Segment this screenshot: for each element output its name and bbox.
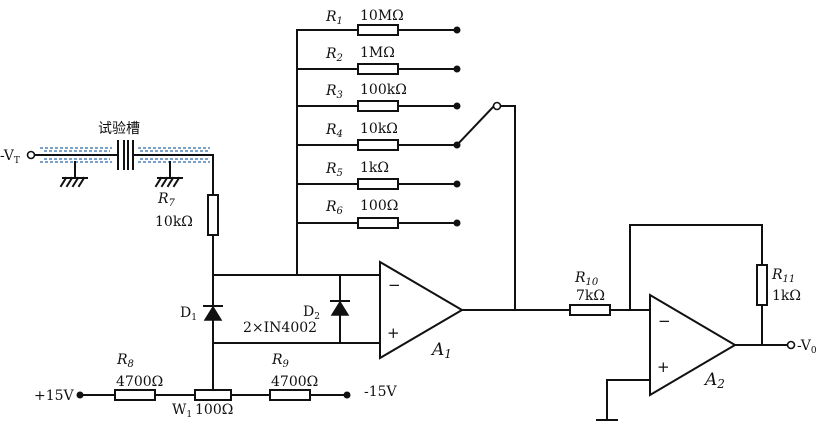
w1-name: W1	[172, 402, 192, 420]
r9-value: 4700Ω	[271, 374, 318, 390]
a1-noninverting-sign: +	[387, 324, 400, 342]
range-terminal-5	[453, 180, 461, 188]
shield-ground-left	[59, 161, 88, 188]
r8-value: 4700Ω	[116, 374, 163, 390]
diodes-label: 2×IN4002	[243, 320, 317, 336]
resistor-r4	[357, 139, 399, 151]
r2-name: R2	[325, 46, 343, 64]
a2-label: A2	[703, 370, 725, 391]
input-terminal	[26, 150, 36, 160]
d1-label: D1	[180, 305, 197, 323]
diode-d1	[203, 305, 223, 321]
r6-name: R6	[325, 199, 344, 217]
resistor-r1	[357, 24, 399, 36]
r5-value: 1kΩ	[360, 160, 389, 176]
r8-name: R8	[116, 352, 134, 370]
r2-value: 1MΩ	[360, 45, 395, 61]
range-labels: R1 10MΩ R2 1MΩ R3 100kΩ R4 10kΩ R5 1kΩ R…	[325, 8, 407, 217]
r3-value: 100kΩ	[360, 82, 407, 98]
r5-name: R5	[325, 161, 343, 179]
r7-name: R7	[157, 191, 176, 209]
w1-value: 100Ω	[195, 402, 233, 418]
op-amp-a2	[649, 293, 737, 397]
r6-value: 100Ω	[360, 198, 398, 214]
a2-inverting-sign: −	[658, 312, 671, 330]
range-terminal-1	[453, 26, 461, 34]
r1-value: 10MΩ	[360, 8, 404, 24]
r4-value: 10kΩ	[360, 121, 398, 137]
resistor-r6	[357, 217, 399, 229]
a2-wiring	[596, 224, 789, 421]
resistor-r9	[269, 389, 311, 401]
resistor-r7	[207, 194, 219, 236]
range-terminal-3	[453, 102, 461, 110]
resistor-r11	[756, 264, 768, 306]
a1-inverting-sign: −	[388, 276, 401, 294]
r10-value: 7kΩ	[576, 288, 605, 304]
plus15-label: +15V	[34, 388, 75, 404]
r7-value: 10kΩ	[155, 214, 193, 230]
resistor-r2	[357, 63, 399, 75]
r10-name: R10	[574, 270, 599, 288]
output-voltage-label: -V0	[797, 338, 817, 356]
potentiometer-w1[interactable]	[194, 389, 232, 401]
r11-value: 1kΩ	[772, 288, 801, 304]
r4-name: R4	[325, 122, 343, 140]
test-cell-symbol	[117, 140, 134, 170]
resistor-r3	[357, 100, 399, 112]
plus15-terminal	[76, 391, 84, 399]
diode-d2	[330, 300, 350, 316]
output-terminal	[786, 340, 796, 350]
range-selector-switch[interactable]	[455, 101, 516, 311]
minus15-terminal	[343, 391, 351, 399]
test-cell-label: 试验槽	[98, 121, 140, 137]
input-voltage-label: -VT	[0, 148, 20, 166]
shield-ground-right	[154, 161, 183, 188]
minus15-label: -15V	[364, 384, 398, 400]
resistor-r8	[114, 389, 156, 401]
resistor-r5	[357, 178, 399, 190]
range-terminal-6	[453, 219, 461, 227]
op-amp-a1	[379, 260, 464, 360]
r9-name: R9	[271, 352, 290, 370]
d2-label: D2	[303, 304, 320, 322]
r11-name: R11	[771, 267, 795, 285]
resistor-r10	[569, 304, 611, 316]
range-terminal-2	[453, 65, 461, 73]
a2-noninverting-sign: +	[657, 358, 670, 376]
a1-label: A1	[430, 340, 452, 361]
r3-name: R3	[325, 83, 343, 101]
r1-name: R1	[325, 9, 343, 27]
